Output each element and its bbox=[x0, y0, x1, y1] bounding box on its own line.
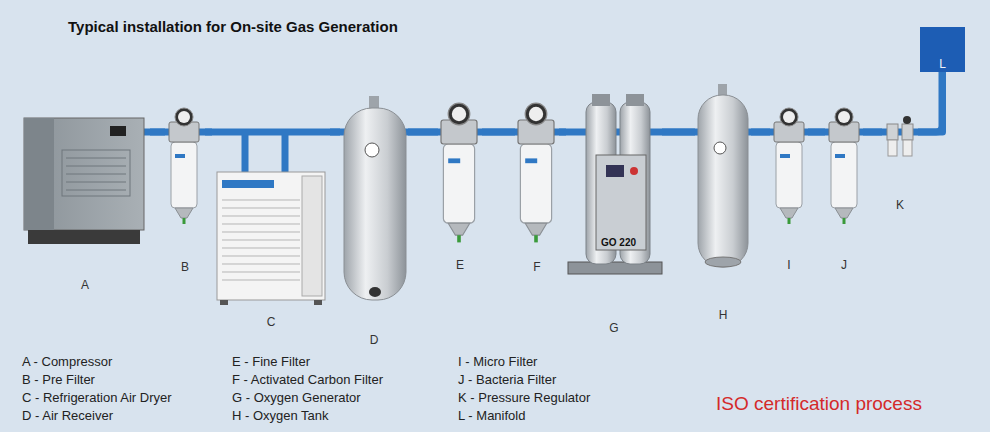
pipe-connector bbox=[918, 72, 943, 132]
equipment-letter: G bbox=[609, 320, 618, 336]
equipment-letter: H bbox=[719, 307, 728, 323]
key-entry: A - Compressor bbox=[22, 354, 112, 370]
tank-gauge bbox=[714, 142, 726, 154]
equipment-letter: A bbox=[81, 277, 89, 293]
key-entry: D - Air Receiver bbox=[22, 408, 113, 424]
key-entry: L - Manifold bbox=[458, 408, 525, 424]
compressor-panel bbox=[110, 126, 126, 136]
key-entry: B - Pre Filter bbox=[22, 372, 95, 388]
compressor-vent bbox=[62, 150, 130, 196]
tank-gauge bbox=[365, 143, 379, 157]
carbon-filter bbox=[518, 103, 554, 242]
pipe-connector bbox=[482, 129, 515, 136]
regulator-bowl bbox=[888, 140, 897, 156]
generator-base bbox=[568, 262, 662, 274]
key-entry: G - Oxygen Generator bbox=[232, 390, 361, 406]
key-entry: H - Oxygen Tank bbox=[232, 408, 329, 424]
generator-screen bbox=[606, 165, 624, 177]
tank-ring bbox=[705, 257, 741, 267]
dryer-foot bbox=[220, 300, 228, 305]
pipe-connector bbox=[662, 129, 695, 136]
generator-cap bbox=[626, 94, 644, 106]
compressor-vent-lines bbox=[66, 158, 126, 190]
key-entry: I - Micro Filter bbox=[458, 354, 537, 370]
equipment-node: F bbox=[515, 118, 559, 275]
pre-filter bbox=[169, 108, 199, 224]
equipment-letter: L bbox=[939, 56, 946, 72]
air-receiver bbox=[344, 96, 406, 300]
regulator-head bbox=[887, 124, 898, 140]
pipe-connector bbox=[808, 129, 825, 136]
pipe-connector bbox=[205, 129, 212, 136]
key-entry: F - Activated Carbon Filter bbox=[232, 372, 383, 388]
regulator-head bbox=[902, 124, 913, 140]
equipment-letter: E bbox=[456, 257, 464, 273]
generator-panel bbox=[596, 155, 646, 250]
equipment-node: L bbox=[920, 27, 965, 72]
equipment-letter: K bbox=[896, 197, 904, 213]
compressor bbox=[24, 118, 144, 244]
dryer-grill bbox=[222, 200, 300, 280]
equipment-letter: J bbox=[841, 257, 847, 273]
bacteria-filter bbox=[829, 108, 859, 224]
key-entry: K - Pressure Regulator bbox=[458, 390, 590, 406]
equipment-node: G bbox=[566, 90, 662, 336]
key-entry: C - Refrigeration Air Dryer bbox=[22, 390, 172, 406]
equipment-node: A bbox=[20, 118, 150, 293]
generator-cap bbox=[592, 94, 610, 106]
oxygen-tank bbox=[698, 84, 748, 267]
equipment-letter: B bbox=[181, 259, 189, 275]
equipment-node: E bbox=[438, 118, 482, 273]
compressor-base bbox=[28, 230, 140, 244]
tank-body bbox=[344, 108, 406, 300]
equipment-letter: D bbox=[370, 332, 379, 348]
equipment-letter: C bbox=[267, 314, 276, 330]
air-dryer bbox=[217, 132, 325, 305]
pipe-connector bbox=[863, 129, 882, 136]
equipment-node: K bbox=[882, 118, 918, 213]
regulator-gauge bbox=[903, 116, 911, 124]
compressor-body bbox=[24, 118, 144, 230]
pipe-connector bbox=[330, 129, 340, 136]
equipment-node: I bbox=[770, 118, 808, 273]
pipe-connector bbox=[150, 129, 165, 136]
compressor-side bbox=[24, 118, 54, 230]
watermark-note: ISO certification process bbox=[716, 392, 922, 416]
equipment-letter: F bbox=[533, 259, 540, 275]
dryer-foot bbox=[314, 300, 322, 305]
pipe-connector bbox=[751, 129, 770, 136]
equipment-node: J bbox=[825, 118, 863, 273]
tank-hole bbox=[369, 287, 381, 297]
generator-switch bbox=[630, 167, 638, 175]
equipment-letter: I bbox=[787, 257, 790, 273]
equipment-node: B bbox=[165, 118, 205, 275]
key-entry: E - Fine Filter bbox=[232, 354, 310, 370]
dryer-pipes bbox=[245, 132, 285, 174]
pipe-connector bbox=[559, 129, 566, 136]
key-entry: J - Bacteria Filter bbox=[458, 372, 556, 388]
micro-filter bbox=[774, 108, 804, 224]
dryer-body bbox=[217, 172, 325, 300]
oxygen-generator bbox=[568, 94, 662, 274]
dryer-logo bbox=[222, 180, 274, 188]
diagram-title: Typical installation for On-site Gas Gen… bbox=[68, 18, 398, 35]
tank-body bbox=[698, 95, 748, 267]
fine-filter bbox=[441, 103, 477, 242]
equipment-node: D bbox=[340, 92, 408, 348]
regulator-bowl bbox=[903, 140, 912, 156]
equipment-node: H bbox=[695, 88, 751, 323]
pressure-regulator bbox=[887, 116, 913, 156]
model-plate: GO 220 bbox=[601, 236, 636, 249]
equipment-node: C bbox=[212, 125, 330, 330]
pipe-connector bbox=[408, 129, 438, 136]
dryer-side bbox=[302, 176, 322, 296]
